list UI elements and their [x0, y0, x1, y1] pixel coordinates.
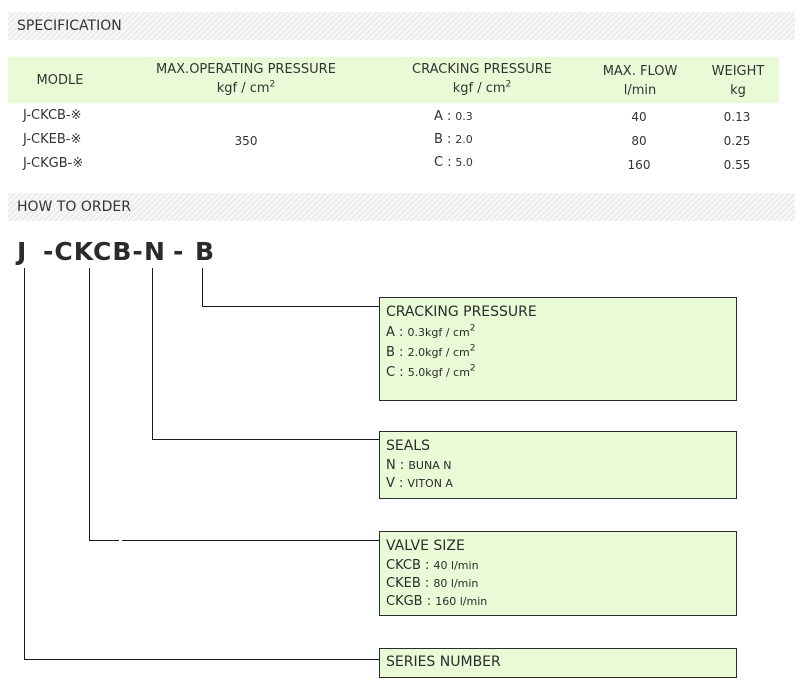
- valve-size-box: VALVE SIZE CKCB : 40 l/min CKEB : 80 l/m…: [379, 531, 737, 616]
- seals-option-v-value: VITON A: [407, 477, 453, 490]
- header-cracking-exp: 2: [505, 79, 512, 90]
- row-2-crack-val: 2.0: [455, 133, 473, 146]
- cracking-option-b-exp: 2: [469, 343, 476, 354]
- row-3-weight: 0.55: [723, 158, 751, 172]
- leader-valve-horizontal-a: [89, 540, 119, 541]
- leader-seals-horizontal: [152, 439, 379, 440]
- row-1-cracking: A : 0.3: [434, 109, 473, 124]
- row-3-model: J-CKGB-※: [23, 156, 84, 171]
- how-to-order-heading: HOW TO ORDER: [8, 193, 795, 221]
- valve-size-ckgb: CKGB : 160 l/min: [386, 593, 730, 611]
- valve-size-ckcb: CKCB : 40 l/min: [386, 557, 730, 575]
- row-1-crack-val: 0.3: [455, 110, 473, 123]
- header-cracking-label: CRACKING PRESSURE: [412, 62, 552, 77]
- seals-box: SEALS N : BUNA N V : VITON A: [379, 431, 737, 499]
- row-1-weight: 0.13: [723, 110, 751, 124]
- seals-box-title: SEALS: [386, 438, 430, 454]
- header-max-flow: MAX. FLOW l/min: [590, 62, 690, 100]
- valve-size-ckeb-value: 80 l/min: [433, 577, 479, 590]
- code-cracking: B: [195, 237, 216, 266]
- leader-valve-horizontal-b: [122, 540, 379, 541]
- seals-option-v-key: V :: [386, 476, 404, 491]
- row-3-flow: 160: [627, 158, 651, 172]
- header-max-pressure-unit: kgf / cm: [216, 81, 270, 96]
- row-2-crack-key: B :: [434, 132, 452, 147]
- row-2-flow: 80: [631, 134, 647, 148]
- header-max-pressure: MAX.OPERATING PRESSURE kgf / cm2: [128, 60, 364, 98]
- cracking-option-c-value: 5.0kgf / cm: [407, 366, 470, 379]
- cracking-option-a-exp: 2: [469, 323, 476, 334]
- seals-option-n-key: N :: [386, 458, 405, 473]
- seals-option-n: N : BUNA N: [386, 457, 730, 475]
- valve-size-box-title: VALVE SIZE: [386, 538, 465, 554]
- seals-option-v: V : VITON A: [386, 475, 730, 493]
- valve-size-ckgb-key: CKGB :: [386, 594, 432, 609]
- valve-size-ckcb-value: 40 l/min: [433, 559, 479, 572]
- cracking-option-b: B : 2.0kgf / cm2: [386, 343, 730, 363]
- code-valve-size: -CKCB-: [43, 237, 144, 266]
- cracking-option-a-value: 0.3kgf / cm: [407, 326, 470, 339]
- code-seals: N: [144, 237, 166, 266]
- leader-cracking-horizontal: [202, 306, 379, 307]
- cracking-option-a: A : 0.3kgf / cm2: [386, 323, 730, 343]
- cracking-pressure-box: CRACKING PRESSURE A : 0.3kgf / cm2 B : 2…: [379, 297, 737, 401]
- cracking-option-c-key: C :: [386, 365, 404, 380]
- header-cracking-unit: kgf / cm: [452, 81, 506, 96]
- leader-series-vertical: [24, 268, 25, 660]
- series-number-box: SERIES NUMBER: [379, 648, 737, 678]
- row-3-crack-key: C :: [434, 155, 452, 170]
- leader-seals-vertical: [152, 268, 153, 440]
- row-1-model: J-CKCB-※: [23, 108, 82, 123]
- row-1-crack-key: A :: [434, 109, 452, 124]
- row-3-crack-val: 5.0: [455, 156, 473, 169]
- leader-cracking-vertical: [202, 268, 203, 307]
- max-pressure-value: 350: [234, 134, 258, 148]
- code-separator: -: [173, 237, 185, 266]
- header-weight: WEIGHT kg: [698, 62, 778, 100]
- row-2-weight: 0.25: [723, 134, 751, 148]
- row-2-cracking: B : 2.0: [434, 132, 473, 147]
- row-3-cracking: C : 5.0: [434, 155, 473, 170]
- cracking-option-b-key: B :: [386, 345, 404, 360]
- specification-heading: SPECIFICATION: [8, 12, 795, 40]
- cracking-box-title: CRACKING PRESSURE: [386, 304, 537, 320]
- cracking-option-b-value: 2.0kgf / cm: [407, 346, 470, 359]
- code-series: J: [17, 237, 28, 266]
- cracking-option-c: C : 5.0kgf / cm2: [386, 363, 730, 383]
- seals-option-n-value: BUNA N: [408, 459, 452, 472]
- valve-size-ckgb-value: 160 l/min: [435, 595, 488, 608]
- cracking-option-c-exp: 2: [469, 363, 476, 374]
- header-weight-unit: kg: [730, 83, 746, 98]
- header-max-pressure-exp: 2: [269, 79, 276, 90]
- header-model: MODLE: [36, 73, 84, 88]
- row-2-model: J-CKEB-※: [23, 132, 82, 147]
- header-weight-label: WEIGHT: [711, 64, 765, 79]
- row-1-flow: 40: [631, 110, 647, 124]
- valve-size-ckeb: CKEB : 80 l/min: [386, 575, 730, 593]
- valve-size-ckcb-key: CKCB :: [386, 558, 430, 573]
- valve-size-ckeb-key: CKEB :: [386, 576, 430, 591]
- header-flow-unit: l/min: [623, 83, 657, 98]
- leader-series-horizontal: [24, 659, 379, 660]
- series-box-title: SERIES NUMBER: [386, 654, 501, 670]
- header-cracking-pressure: CRACKING PRESSURE kgf / cm2: [394, 60, 570, 98]
- leader-valve-vertical: [89, 268, 90, 541]
- cracking-option-a-key: A :: [386, 325, 404, 340]
- header-max-pressure-label: MAX.OPERATING PRESSURE: [156, 62, 336, 77]
- spec-table-header: MODLE MAX.OPERATING PRESSURE kgf / cm2 C…: [8, 57, 779, 103]
- header-flow-label: MAX. FLOW: [602, 64, 678, 79]
